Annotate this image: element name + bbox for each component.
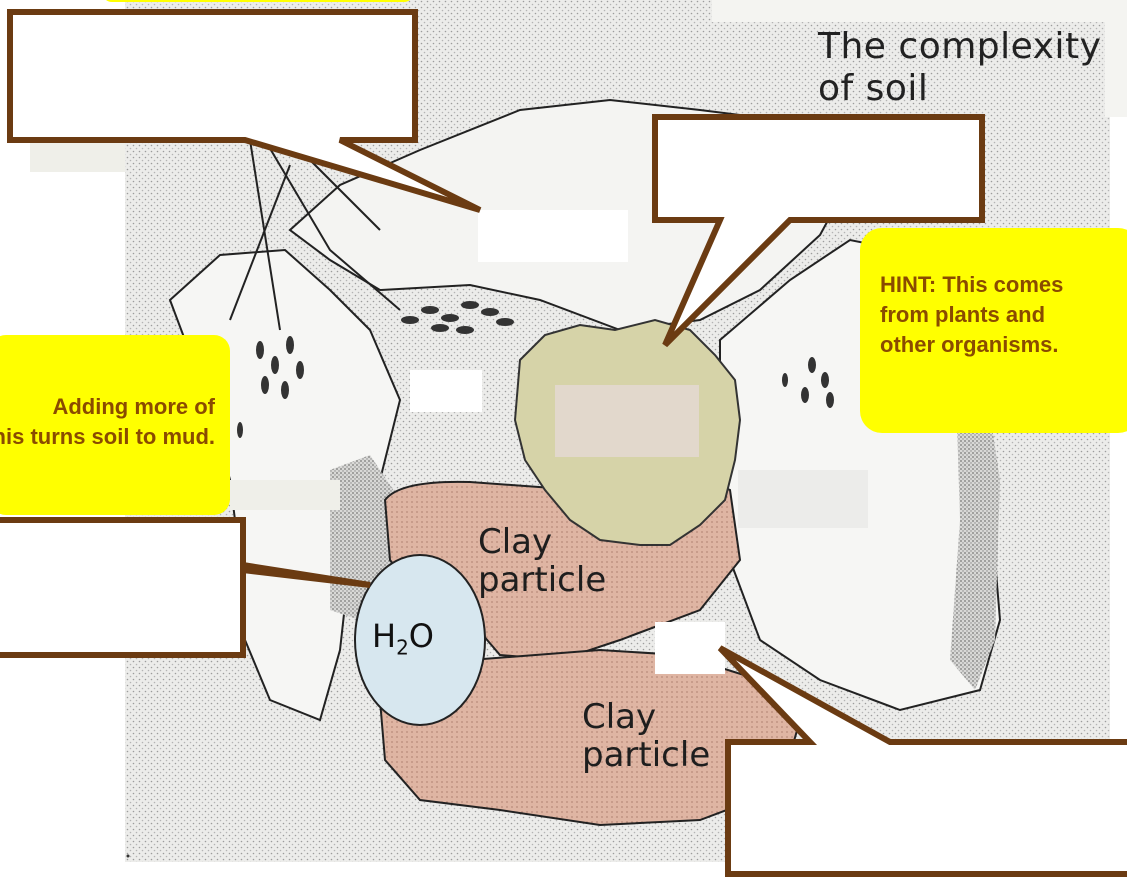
hint-organic-matter: HINT: This comes from plants and other o… (880, 270, 1127, 360)
organic-matter-label-cover (555, 385, 699, 457)
label-cover-bottom (655, 622, 725, 674)
hint-box-top (102, 0, 414, 2)
label-cover-left (230, 480, 340, 510)
h2o-h: H (372, 617, 396, 655)
hint-water-text: Adding more of this turns soil to mud. (0, 394, 215, 449)
title-panel-top (712, 0, 1127, 22)
title-panel-side (1105, 22, 1127, 117)
clay-particle-label-lower: Clay particle (582, 698, 710, 774)
h2o-o: O (409, 617, 434, 655)
stray-dot (127, 855, 130, 858)
h2o-subscript: 2 (396, 635, 409, 659)
label-cover-right (738, 470, 868, 528)
hint-water: Adding more of this turns soil to mud. (0, 392, 215, 452)
clay-particle-label-upper: Clay particle (478, 523, 606, 599)
diagram-title: The complexity of soil (818, 26, 1101, 110)
label-cover-top (478, 210, 628, 262)
h2o-label: H2O (372, 617, 434, 659)
label-cover-center (410, 370, 482, 412)
label-cover (30, 140, 125, 172)
